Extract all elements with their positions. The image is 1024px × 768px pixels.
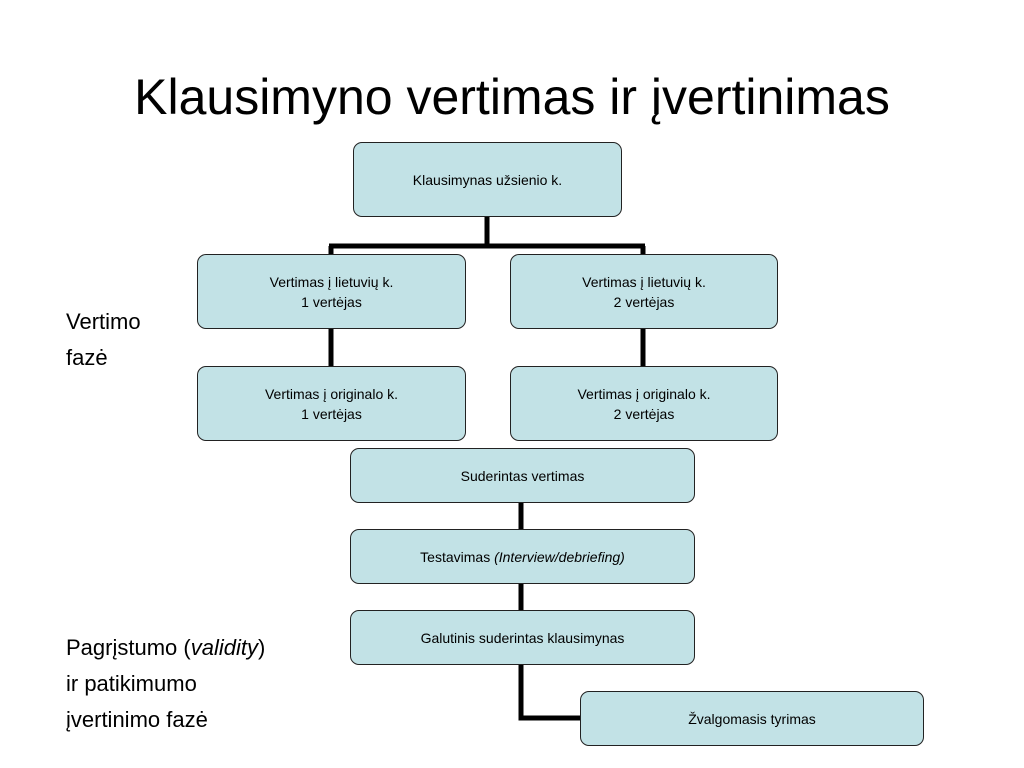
node-text: Žvalgomasis tyrimas bbox=[688, 710, 816, 727]
node-back-translation-1: Vertimas į originalo k. 1 vertėjas bbox=[197, 366, 466, 441]
label-translation-phase: Vertimo fazė bbox=[66, 304, 141, 376]
node-text-plain: Testavimas bbox=[420, 548, 495, 565]
node-text: Testavimas (Interview/debriefing) bbox=[420, 547, 625, 567]
node-back-translation-2: Vertimas į originalo k. 2 vertėjas bbox=[510, 366, 778, 441]
node-testing: Testavimas (Interview/debriefing) bbox=[350, 529, 695, 584]
node-text: Suderintas vertimas bbox=[460, 467, 585, 484]
node-text: Galutinis suderintas klausimynas bbox=[420, 629, 625, 646]
node-text: Vertimas į originalo k. bbox=[577, 385, 711, 402]
label-validity-phase: Pagrįstumo (validity) ir patikimumo įver… bbox=[66, 630, 265, 738]
label-line: ir patikimumo bbox=[66, 671, 197, 696]
node-text-italic: (Interview/debriefing) bbox=[494, 548, 625, 565]
label-text: ) bbox=[257, 635, 266, 660]
node-forward-translation-1: Vertimas į lietuvių k. 1 vertėjas bbox=[197, 254, 466, 329]
node-final-questionnaire: Galutinis suderintas klausimynas bbox=[350, 610, 695, 665]
label-text: Pagrįstumo ( bbox=[66, 635, 191, 660]
node-text: Klausimynas užsienio k. bbox=[412, 171, 563, 188]
node-forward-translation-2: Vertimas į lietuvių k. 2 vertėjas bbox=[510, 254, 778, 329]
label-line: įvertinimo fazė bbox=[66, 707, 208, 732]
node-reconciled-translation: Suderintas vertimas bbox=[350, 448, 695, 503]
node-pilot-study: Žvalgomasis tyrimas bbox=[580, 691, 924, 746]
connector-final-pilot bbox=[518, 664, 580, 721]
node-source-questionnaire: Klausimynas užsienio k. bbox=[353, 142, 622, 217]
node-subtext: 2 vertėjas bbox=[613, 293, 675, 310]
node-text: Vertimas į lietuvių k. bbox=[269, 273, 394, 290]
label-line: fazė bbox=[66, 345, 108, 370]
node-subtext: 1 vertėjas bbox=[301, 293, 362, 310]
label-line: Pagrįstumo (validity) bbox=[66, 630, 265, 666]
label-line: Vertimo bbox=[66, 309, 141, 334]
node-subtext: 2 vertėjas bbox=[613, 405, 675, 422]
node-text: Vertimas į lietuvių k. bbox=[582, 273, 706, 290]
label-text-italic: validity bbox=[190, 635, 258, 660]
node-subtext: 1 vertėjas bbox=[301, 405, 362, 422]
slide-title: Klausimyno vertimas ir įvertinimas bbox=[134, 69, 890, 125]
node-text: Vertimas į originalo k. bbox=[264, 385, 399, 402]
